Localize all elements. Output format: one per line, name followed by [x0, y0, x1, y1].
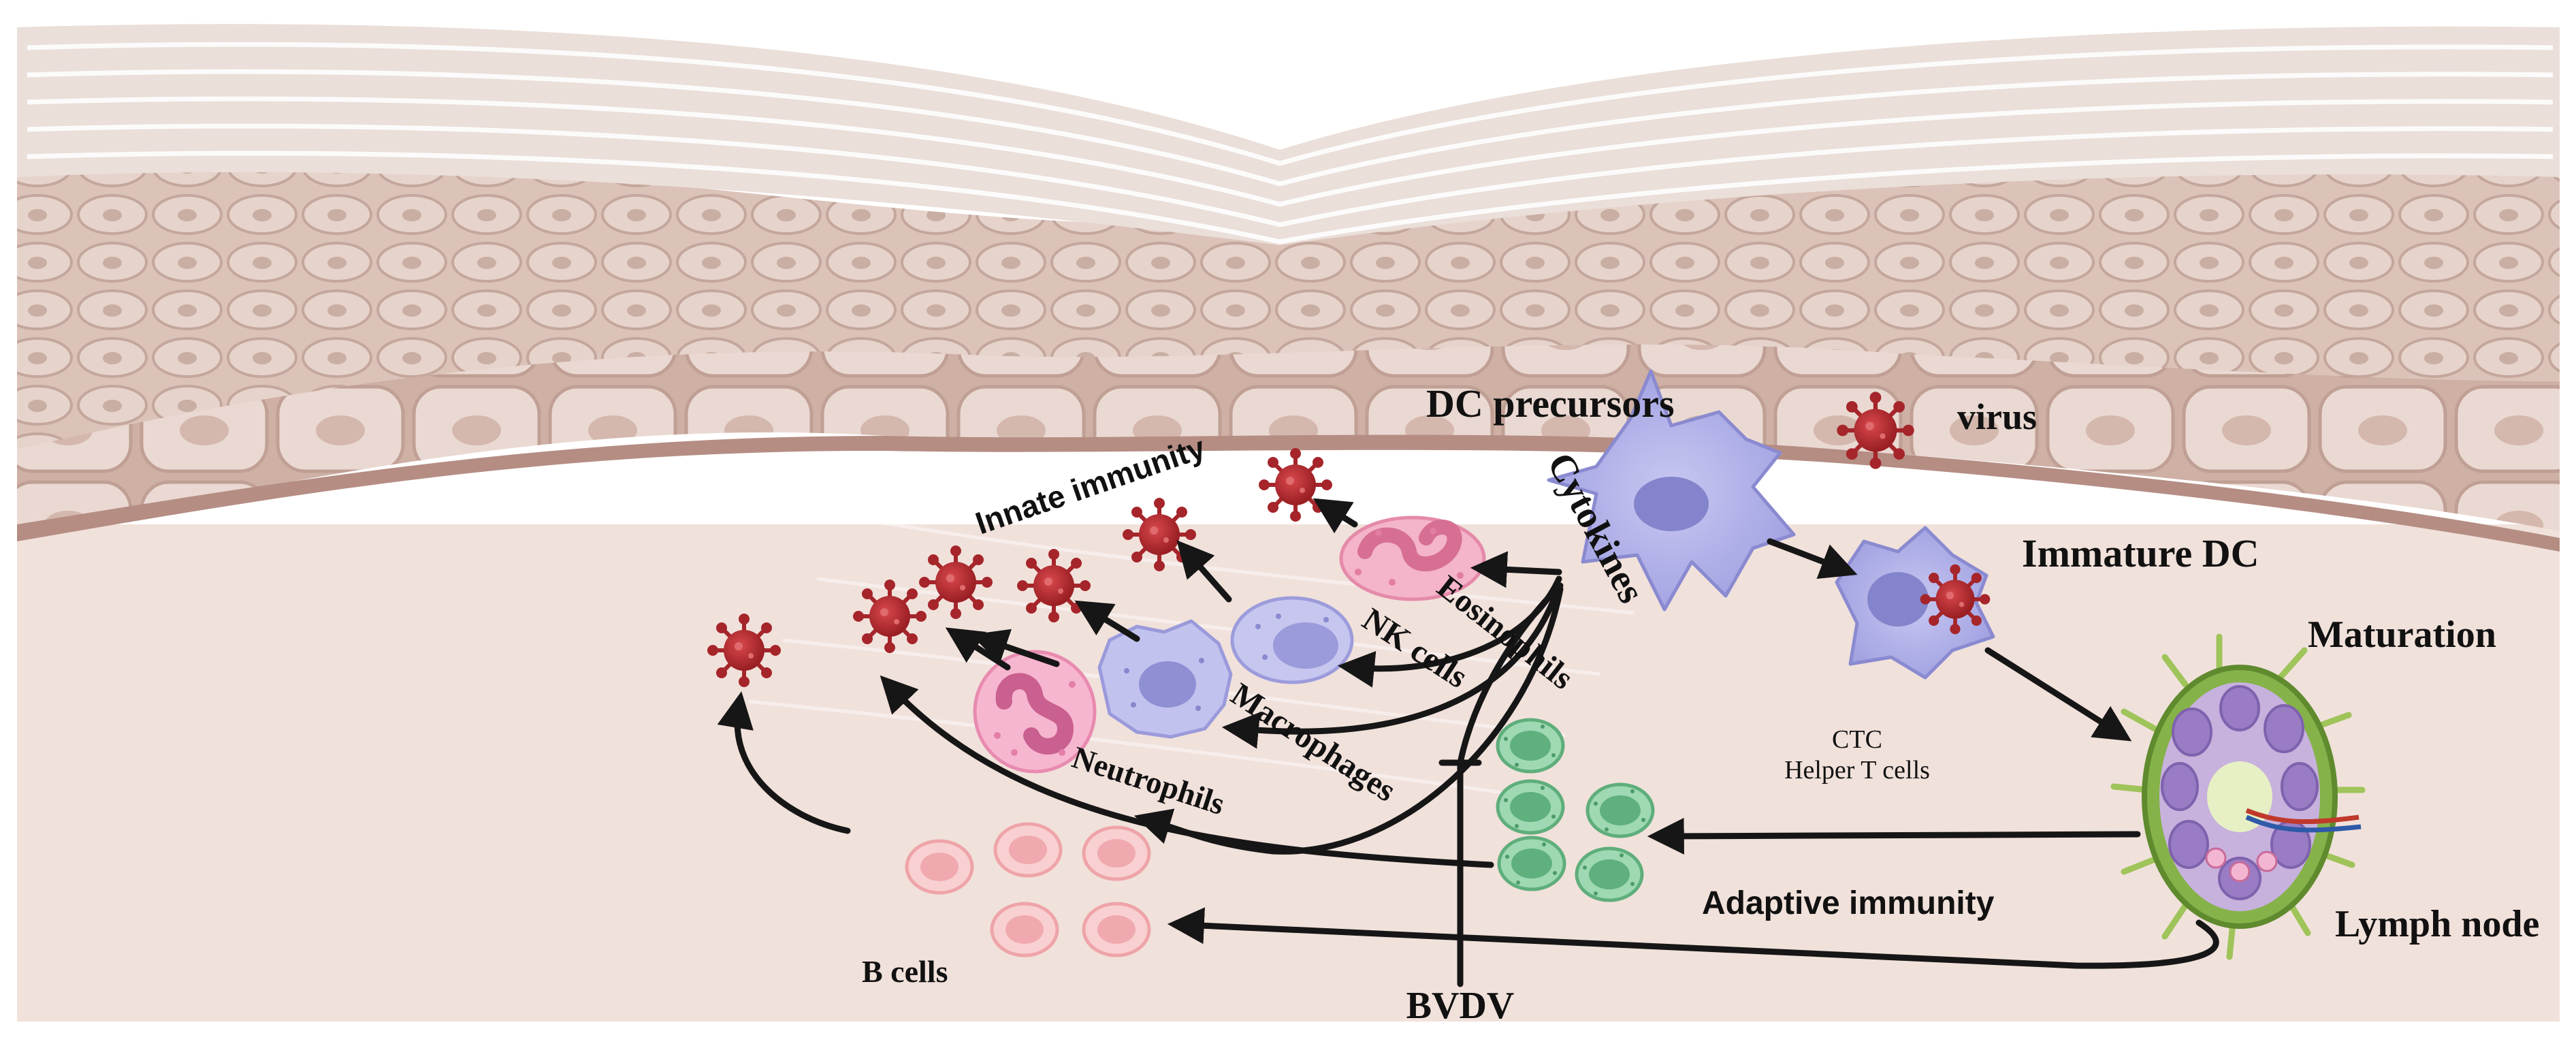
lymph-node [2110, 633, 2366, 960]
virus-icon [919, 545, 993, 619]
b-cells-label: B cells [862, 954, 948, 989]
virus-icon [1259, 448, 1332, 522]
b-cell [907, 841, 972, 893]
virus-label: virus [1957, 396, 2037, 437]
bvdv-label: BVDV [1406, 985, 1515, 1027]
immature-dc-label: Immature DC [2022, 531, 2259, 575]
t-cell [1498, 720, 1563, 772]
virus-icon [1920, 565, 1991, 635]
t-cell [1588, 784, 1653, 836]
b-cell [1084, 827, 1149, 879]
lymph-node-label: Lymph node [2335, 903, 2539, 945]
ctc-label: CTC [1832, 725, 1882, 754]
b-cell [995, 824, 1061, 876]
t-cell [1577, 849, 1642, 900]
macrophage-cell [1097, 619, 1233, 739]
t-cell [1498, 781, 1563, 833]
helper-t-cells-label: Helper T cells [1784, 756, 1930, 784]
b-cell [992, 904, 1057, 955]
virus-icon [853, 580, 927, 653]
dc-precursors-label: DC precursors [1426, 381, 1675, 426]
adaptive-immunity-label: Adaptive immunity [1702, 885, 1995, 921]
virus-icon [1017, 549, 1091, 622]
t-cell [1499, 838, 1564, 889]
eosinophil-cell [1339, 516, 1486, 601]
neutrophil-cell [973, 650, 1097, 774]
arrows [717, 498, 2219, 987]
virus-icon [707, 614, 781, 687]
nk-cell [1230, 596, 1354, 684]
virus-icon [1123, 498, 1196, 571]
b-cell [1084, 904, 1149, 955]
maturation-label: Maturation [2308, 614, 2496, 656]
dc-precursor-cell [1547, 369, 1796, 612]
virus-icon [1837, 392, 1914, 469]
